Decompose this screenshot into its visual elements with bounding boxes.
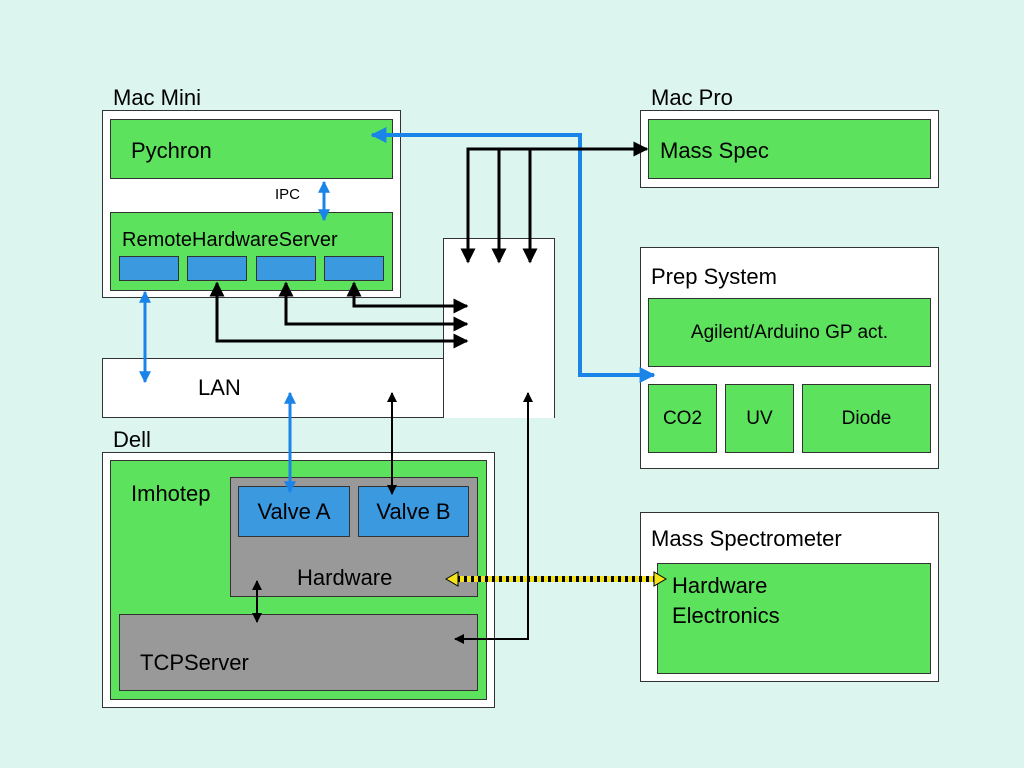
agilent-arduino-label: Agilent/Arduino GP act. (690, 321, 889, 343)
server-port-1 (119, 256, 179, 281)
hardware-label: Hardware (297, 565, 393, 590)
lan-tcp-server-link (454, 392, 533, 644)
hardware-electronics-box: Hardware Electronics (657, 563, 931, 674)
diode-box: Diode (802, 384, 931, 453)
pychron-label: Pychron (131, 138, 212, 163)
server-port-2 (187, 256, 247, 281)
port-2-link (209, 281, 469, 349)
ipc-label: IPC (275, 186, 301, 203)
lan-label: LAN (198, 375, 241, 400)
prep-system-title: Prep System (651, 264, 777, 289)
port-4-link (346, 281, 469, 314)
valve-b-box[interactable]: Valve B (358, 486, 469, 537)
pychron-to-prep-link (370, 127, 656, 383)
mac-mini-title: Mac Mini (113, 85, 202, 110)
hardware-electronics-link (445, 571, 667, 587)
mass-spectrometer-title: Mass Spectrometer (651, 526, 842, 551)
router-mass-spec-link (460, 141, 649, 264)
remote-hardware-server-label: RemoteHardwareServer (122, 229, 338, 251)
tcp-server-box: TCPServer (119, 614, 478, 691)
mass-spec-label: Mass Spec (660, 138, 769, 163)
pychron-box: Pychron (110, 119, 393, 179)
uv-box: UV (725, 384, 794, 453)
valve-a-label: Valve A (257, 498, 331, 524)
hardware-electronics-label-1: Hardware (672, 573, 768, 598)
co2-label: CO2 (662, 407, 703, 429)
agilent-arduino-box: Agilent/Arduino GP act. (648, 298, 931, 367)
port-3-link (278, 281, 469, 332)
tcp-server-label: TCPServer (140, 650, 249, 675)
imhotep-label: Imhotep (131, 481, 211, 506)
co2-box: CO2 (648, 384, 717, 453)
diode-label: Diode (841, 407, 892, 429)
mac-pro-title: Mac Pro (651, 85, 733, 110)
mass-spec-box: Mass Spec (648, 119, 931, 179)
server-port-3 (256, 256, 316, 281)
valve-a-box[interactable]: Valve A (238, 486, 350, 537)
valve-b-label: Valve B (376, 498, 451, 524)
hardware-electronics-label-2: Electronics (672, 603, 780, 628)
dell-title: Dell (113, 427, 151, 452)
uv-label: UV (746, 407, 773, 429)
